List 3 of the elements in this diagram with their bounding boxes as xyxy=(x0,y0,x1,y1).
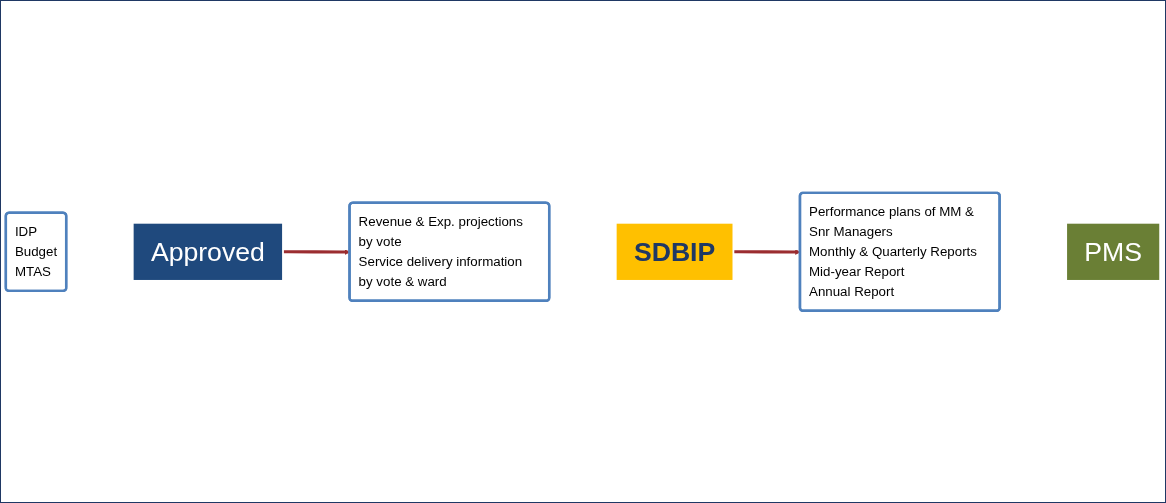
node-box: SDBIP xyxy=(614,221,735,282)
node-box: Approved xyxy=(131,221,284,282)
node-box: PMS xyxy=(1065,221,1162,282)
